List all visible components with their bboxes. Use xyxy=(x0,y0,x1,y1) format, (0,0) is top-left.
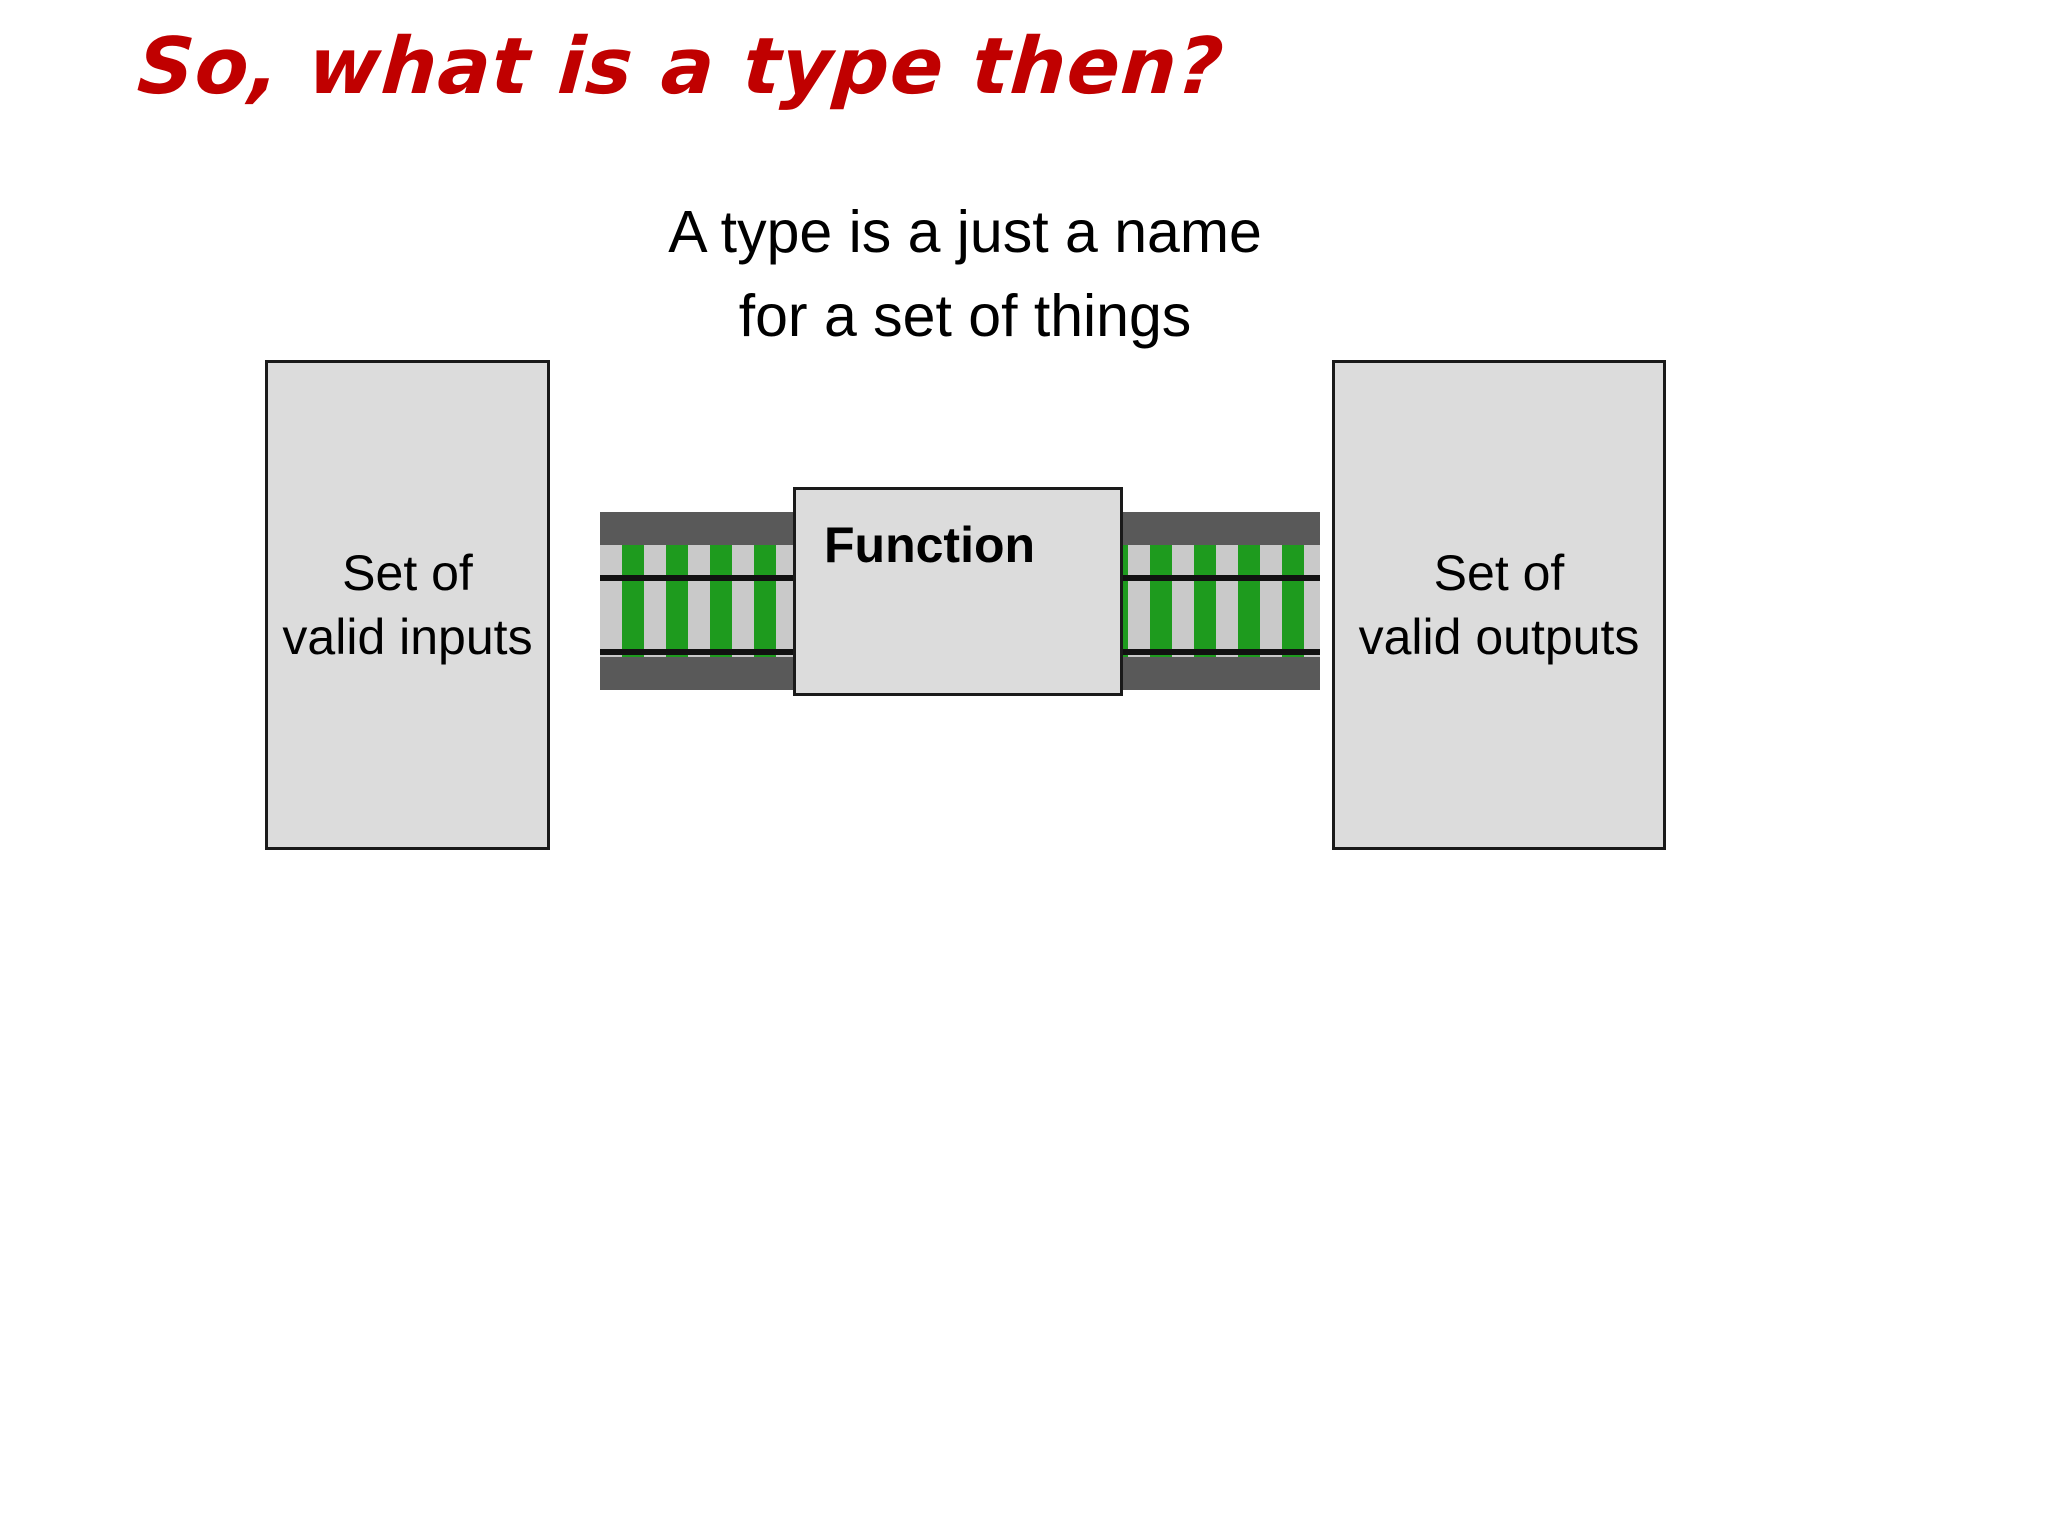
output-set-label-line-1: Set of xyxy=(1433,545,1565,601)
output-set-label: Set of valid outputs xyxy=(1359,541,1640,669)
input-set-label-line-1: Set of xyxy=(342,545,473,601)
output-set-label-line-2: valid outputs xyxy=(1358,609,1640,665)
function-box-label: Function xyxy=(824,517,1036,573)
input-set-box: Set of valid inputs xyxy=(265,360,550,850)
input-set-label-line-2: valid inputs xyxy=(282,609,533,665)
output-set-box: Set of valid outputs xyxy=(1332,360,1666,850)
subtitle-block: A type is a just a name for a set of thi… xyxy=(500,190,1430,358)
function-box: Function xyxy=(793,487,1123,696)
input-set-label: Set of valid inputs xyxy=(282,541,532,669)
page-title: So, what is a type then? xyxy=(134,22,1227,112)
subtitle-line-2: for a set of things xyxy=(738,283,1192,349)
subtitle-line-1: A type is a just a name xyxy=(668,199,1262,265)
